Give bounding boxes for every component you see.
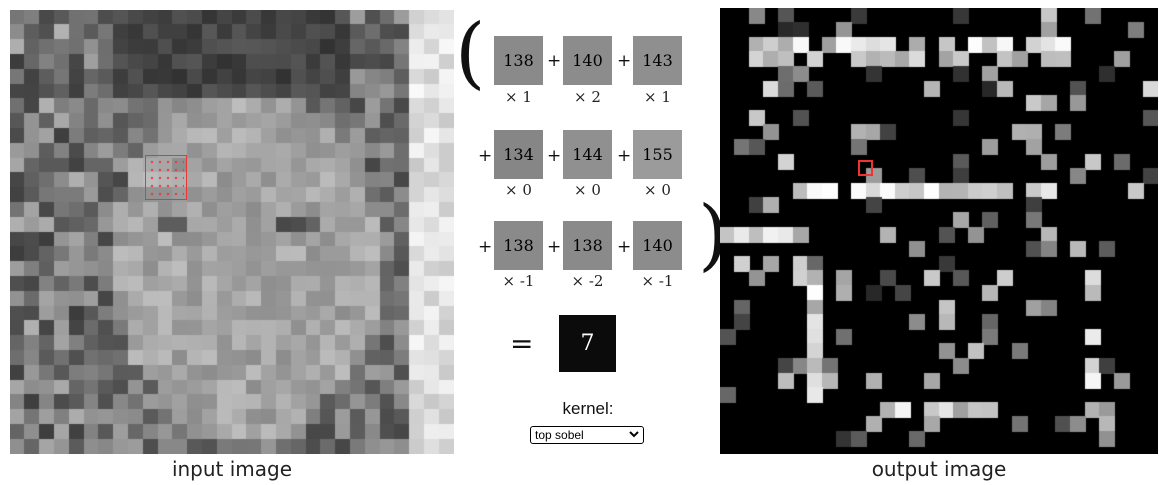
kernel-weight: × -2 (571, 272, 604, 290)
pixel-cell: 138 (494, 36, 543, 85)
open-parenthesis: ( (455, 8, 486, 98)
pixel-cell: 143 (633, 36, 682, 85)
result-value: 7 (559, 315, 616, 372)
kernel-weight: × 0 (644, 181, 671, 199)
plus-sign: + (478, 237, 493, 257)
plus-sign: + (478, 146, 493, 166)
pixel-cell: 134 (494, 130, 543, 179)
output-image (720, 8, 1158, 454)
kernel-weight: × 0 (574, 181, 601, 199)
pixel-cell: 144 (563, 130, 612, 179)
chevron-down-icon (629, 430, 639, 441)
plus-sign: + (547, 237, 562, 257)
plus-sign: + (547, 51, 562, 71)
output-image-caption: output image (871, 457, 1007, 481)
kernel-weight: × 1 (644, 88, 671, 106)
input-kernel-highlight (145, 155, 187, 200)
plus-sign: + (617, 237, 632, 257)
pixel-cell: 140 (633, 221, 682, 270)
kernel-weight: × 1 (505, 88, 532, 106)
kernel-select[interactable]: top sobel (530, 426, 644, 444)
equals-sign: = (510, 327, 534, 360)
output-image-canvas (720, 8, 1158, 454)
kernel-weight: × 0 (505, 181, 532, 199)
output-pixel-highlight (858, 160, 873, 176)
plus-sign: + (617, 51, 632, 71)
input-image-canvas (10, 10, 454, 454)
kernel-weight: × 2 (574, 88, 601, 106)
kernel-label: kernel: (562, 399, 614, 418)
pixel-cell: 138 (563, 221, 612, 270)
plus-sign: + (617, 146, 632, 166)
pixel-cell: 140 (563, 36, 612, 85)
input-image-caption: input image (171, 457, 293, 481)
input-image (10, 10, 454, 454)
plus-sign: + (547, 146, 562, 166)
pixel-cell: 138 (494, 221, 543, 270)
kernel-weight: × -1 (502, 272, 535, 290)
pixel-cell: 155 (633, 130, 682, 179)
kernel-select-value: top sobel (535, 428, 584, 442)
kernel-weight: × -1 (641, 272, 674, 290)
